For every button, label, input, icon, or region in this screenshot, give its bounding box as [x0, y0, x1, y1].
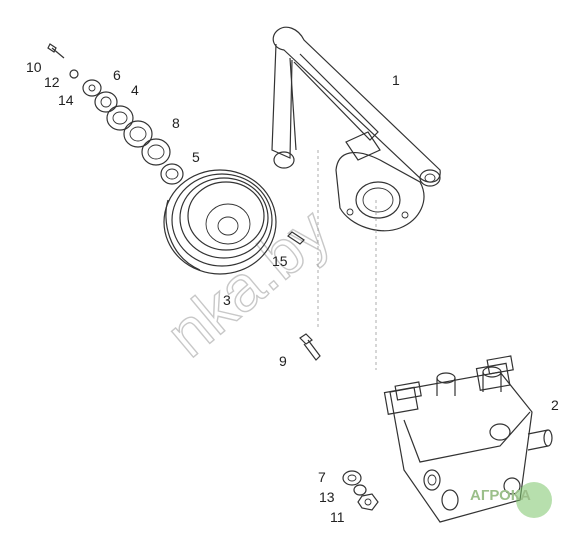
label-2: 2 [551, 397, 559, 413]
part-5-bushing [160, 163, 184, 185]
label-10: 10 [26, 59, 42, 75]
part-9-bolt [299, 333, 321, 361]
label-4: 4 [131, 82, 139, 98]
part-12-nut [69, 69, 79, 79]
part-7-washer [342, 470, 362, 486]
brand-logo: АГРОКА [470, 482, 552, 518]
label-12: 12 [44, 74, 60, 90]
part-6-washer [94, 91, 118, 113]
part-8-washer [123, 120, 171, 166]
part-15-pin [287, 231, 305, 245]
brand-logo-text: АГРОКА [470, 487, 531, 504]
watermark-text: nka.by [153, 194, 344, 370]
label-5: 5 [192, 149, 200, 165]
label-9: 9 [279, 353, 287, 369]
part-11-nut [357, 493, 379, 511]
part-13-washer [353, 484, 367, 496]
label-13: 13 [319, 489, 335, 505]
part-2-valve-block [383, 355, 553, 523]
label-15: 15 [272, 253, 288, 269]
label-8: 8 [172, 115, 180, 131]
label-11: 11 [330, 509, 345, 525]
label-1: 1 [392, 72, 400, 88]
part-10-bolt [47, 43, 65, 59]
label-7: 7 [318, 469, 326, 485]
label-6: 6 [113, 67, 121, 83]
part-14-washer [82, 79, 102, 97]
part-1-bracket [271, 26, 441, 232]
part-4-washer [106, 105, 134, 131]
part-3-pulley [163, 169, 277, 275]
label-3: 3 [223, 292, 231, 308]
label-14: 14 [58, 92, 74, 108]
